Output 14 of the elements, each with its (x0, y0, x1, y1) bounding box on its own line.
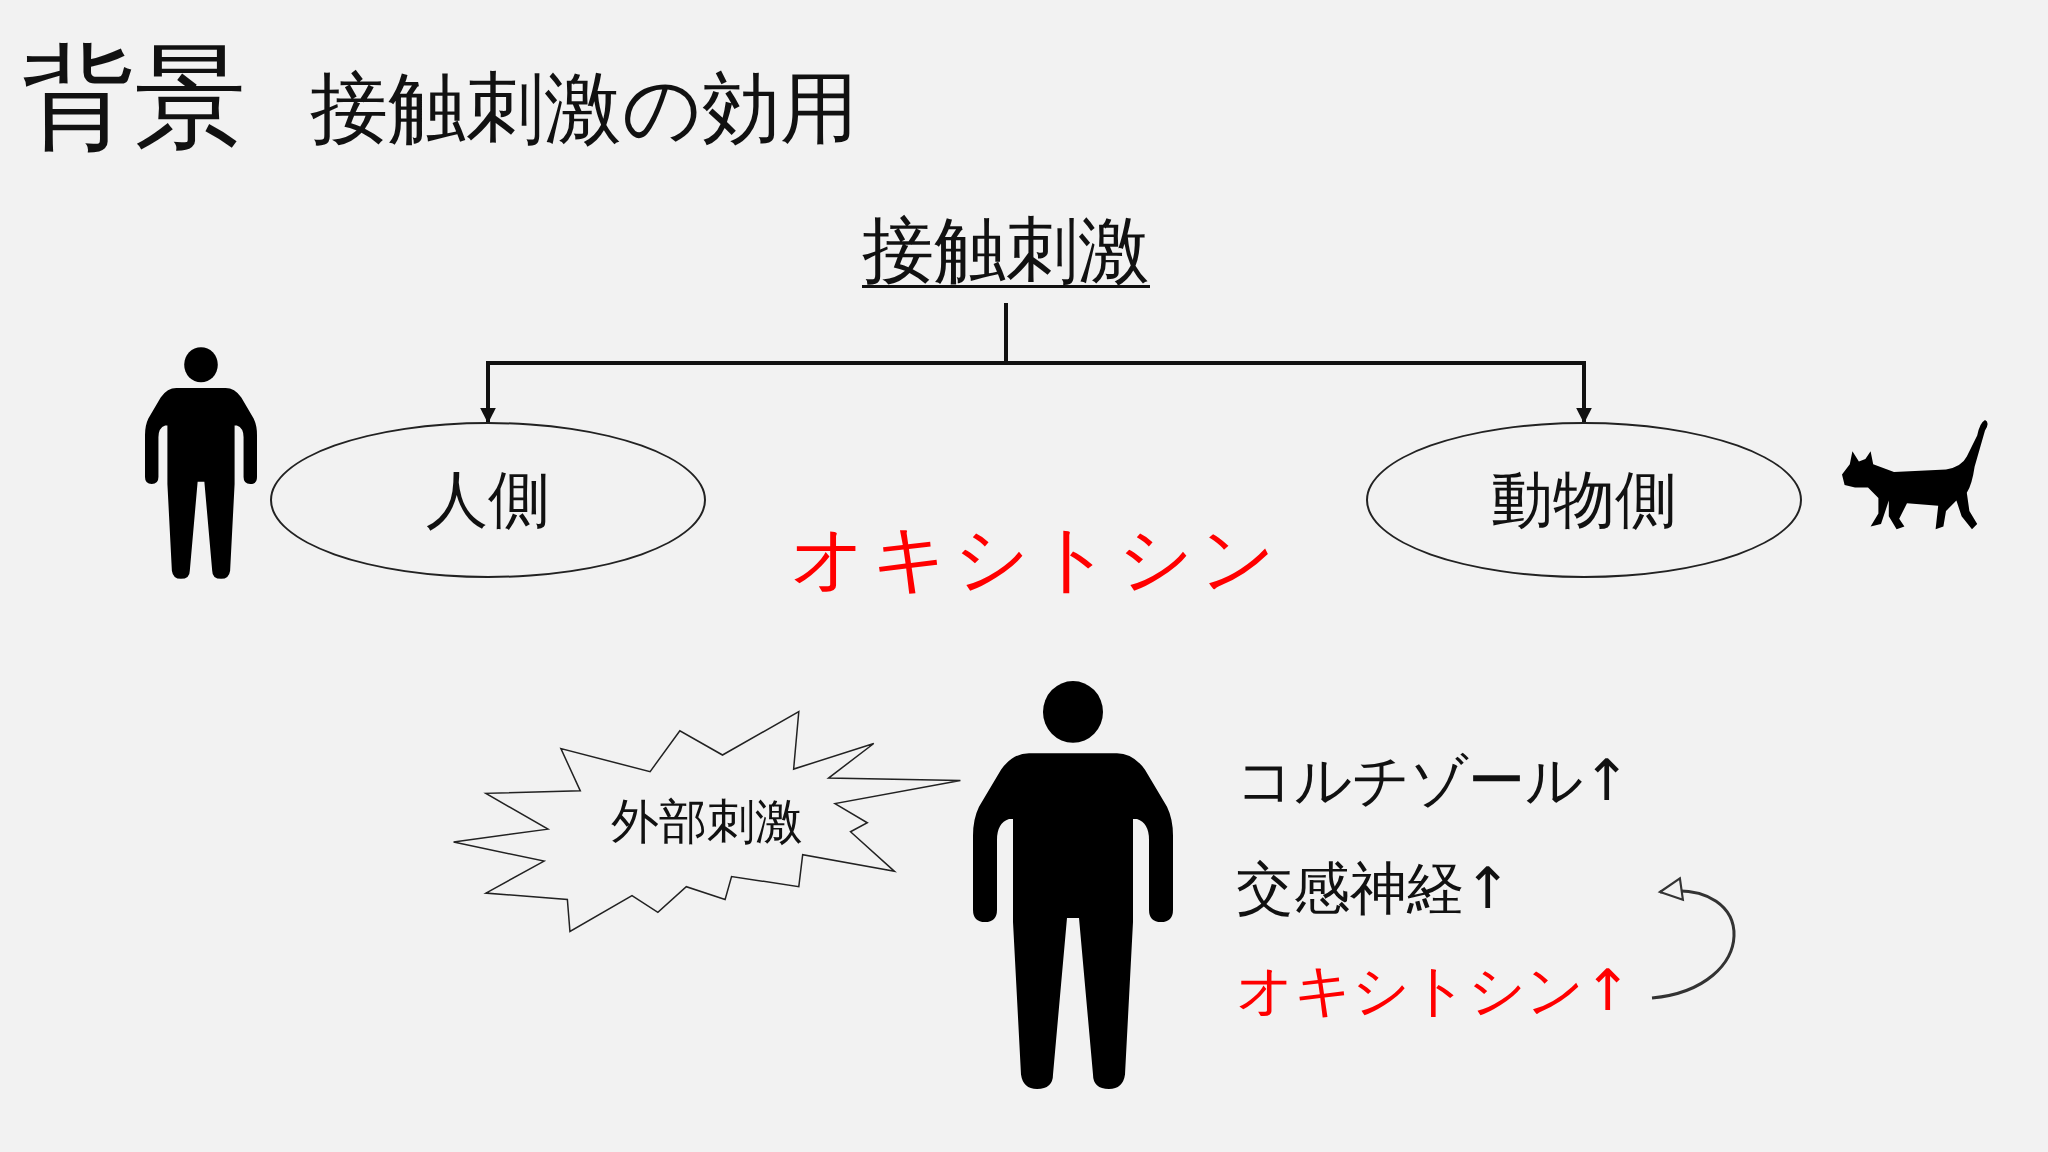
title: 背景 (22, 31, 246, 164)
effect-text: オキシトシン↑ (1236, 950, 1650, 1030)
effect-text: 交感神経↑ (1236, 848, 1650, 928)
node-label: 人側 (426, 462, 550, 538)
topic-heading: 接触刺激 (846, 205, 1166, 295)
stimulus-burst (451, 709, 963, 934)
subtitle: 接触刺激の効用 (310, 62, 858, 155)
hormone-name: オキシトシン (790, 514, 1282, 603)
effect-text: コルチゾール↑ (1236, 740, 1636, 820)
branch-arrow (1004, 303, 1592, 424)
node-label: 動物側 (1491, 462, 1677, 538)
category-ellipse (1366, 422, 1802, 578)
category-ellipse (270, 422, 706, 578)
node-label: 外部刺激 (611, 792, 803, 851)
